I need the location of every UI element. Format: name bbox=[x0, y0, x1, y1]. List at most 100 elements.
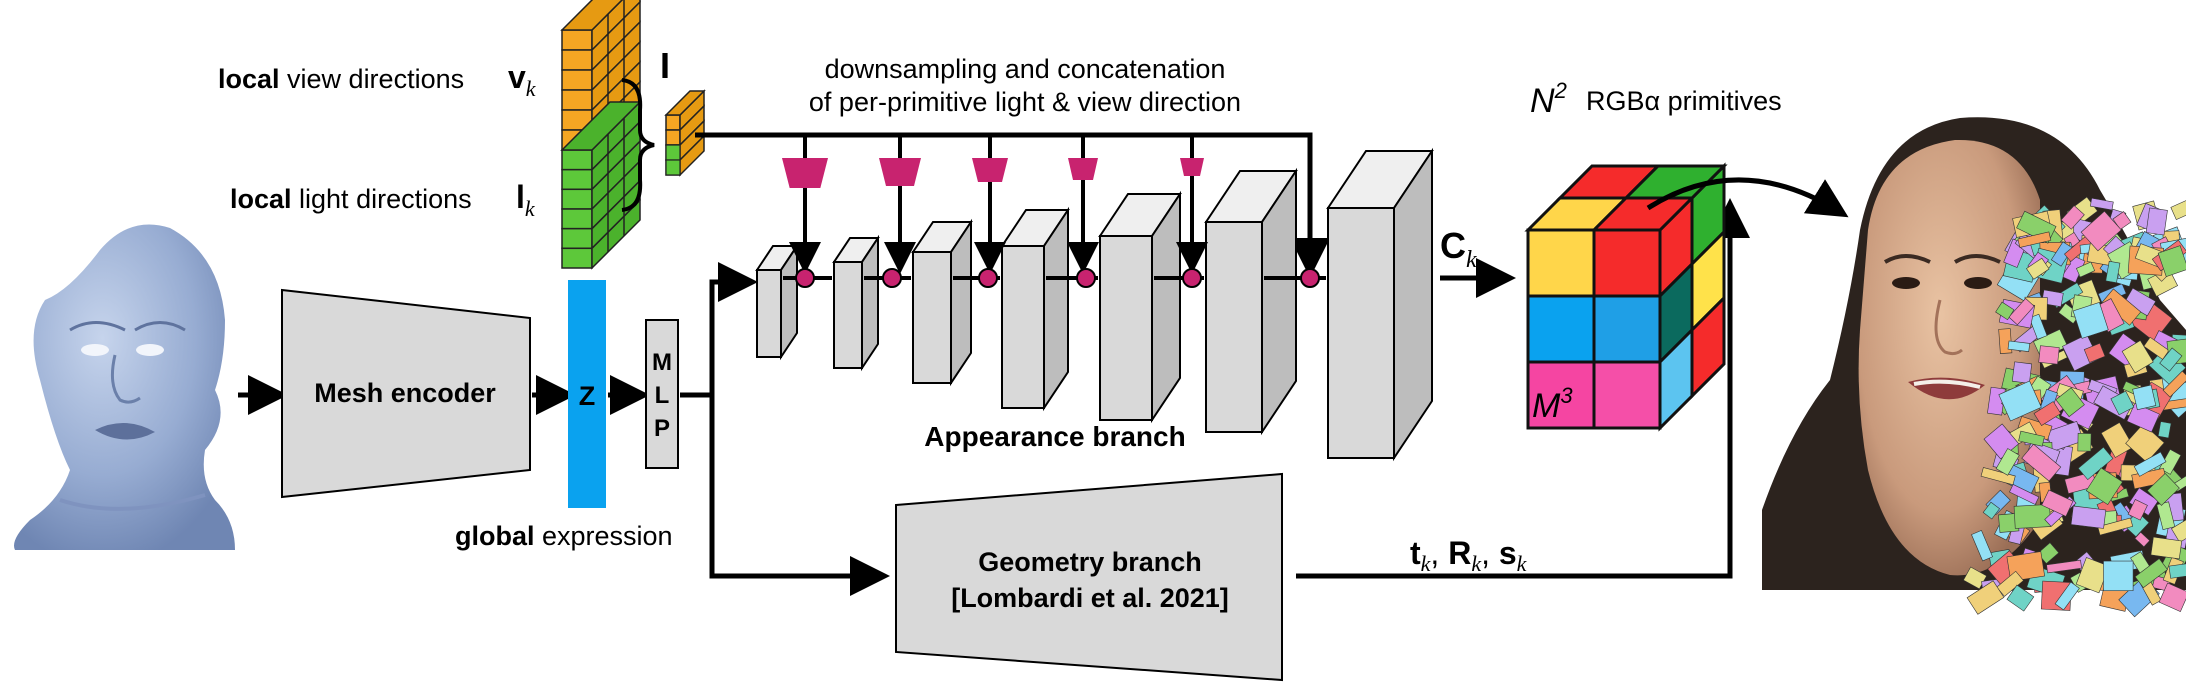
mosaic-primitive bbox=[2013, 504, 2051, 529]
mosaic-primitive bbox=[2168, 563, 2186, 579]
mosaic-primitive bbox=[2143, 336, 2170, 360]
layer-side-face bbox=[950, 218, 972, 387]
mosaic-primitive bbox=[2134, 531, 2151, 548]
appearance-caption-line2: of per-primitive light & view direction bbox=[809, 87, 1241, 117]
concat-node bbox=[1182, 268, 1202, 288]
mosaic-primitive bbox=[2145, 207, 2168, 236]
arrow-to-geometry-branch bbox=[680, 392, 890, 596]
layer-front-face bbox=[756, 269, 782, 358]
concat-brace bbox=[621, 78, 655, 212]
global-expression-label: global expression bbox=[455, 521, 673, 551]
view-directions-label: local view directions bbox=[218, 64, 464, 94]
grid-cell bbox=[561, 89, 593, 111]
downsample-block bbox=[1068, 158, 1098, 180]
mosaic-primitive bbox=[2126, 402, 2160, 433]
mlp-letter-p: P bbox=[654, 415, 670, 442]
grid-cell bbox=[561, 188, 593, 210]
mlp-letter-m: M bbox=[652, 349, 672, 376]
layer-front-face bbox=[1001, 245, 1045, 409]
mosaic-primitive bbox=[2076, 261, 2096, 278]
mosaic-primitive bbox=[2089, 197, 2114, 211]
mosaic-primitive bbox=[1971, 530, 1993, 562]
mosaic-primitive bbox=[2171, 512, 2186, 543]
concat-node bbox=[795, 268, 815, 288]
grid-cell bbox=[561, 69, 593, 91]
mosaic-primitive bbox=[2008, 298, 2035, 326]
concatenated-direction-grid bbox=[664, 89, 706, 177]
cube-front-cell bbox=[1592, 360, 1662, 430]
appearance-output-symbol: Ck bbox=[1440, 225, 1477, 273]
mosaic-primitive bbox=[2127, 499, 2148, 521]
downsampling-blocks bbox=[782, 135, 1320, 288]
cube-front-cell bbox=[1526, 228, 1596, 298]
grid-cell bbox=[561, 208, 593, 230]
mosaic-primitive bbox=[2159, 448, 2182, 475]
concat-node bbox=[1076, 268, 1096, 288]
grid-cell bbox=[665, 129, 681, 146]
mosaic-primitive bbox=[2133, 451, 2167, 477]
mosaic-primitive bbox=[2009, 484, 2040, 505]
mosaic-primitive bbox=[2134, 558, 2168, 589]
mosaic-primitive bbox=[2157, 245, 2186, 278]
grid-cell bbox=[561, 247, 593, 269]
mosaic-primitive bbox=[2017, 231, 2052, 248]
mosaic-primitive bbox=[2038, 345, 2060, 365]
arrow-to-appearance-branch bbox=[709, 262, 758, 395]
mosaic-primitive bbox=[2158, 582, 2186, 613]
geometry-output-symbols: tk, Rk, sk bbox=[1410, 535, 1528, 576]
mosaic-primitive bbox=[2011, 361, 2033, 384]
view-symbol: vk bbox=[508, 59, 537, 101]
grid-cell bbox=[561, 149, 593, 171]
mosaic-primitive bbox=[1980, 467, 2016, 486]
mosaic-primitive bbox=[2110, 390, 2135, 416]
layer-side-face bbox=[1043, 206, 1069, 412]
concat-symbol: I bbox=[660, 45, 670, 86]
mosaic-primitive bbox=[2054, 581, 2080, 611]
downsample-block bbox=[1180, 158, 1204, 176]
head-mesh-image bbox=[14, 224, 235, 550]
mosaic-primitive bbox=[2100, 422, 2135, 458]
grid-cell bbox=[665, 114, 681, 131]
appearance-caption-line1: downsampling and concatenation bbox=[825, 54, 1226, 84]
layer-front-face bbox=[912, 251, 952, 384]
mosaic-primitive bbox=[1995, 448, 2020, 476]
grid-cell bbox=[665, 159, 681, 176]
layer-front-face bbox=[1099, 235, 1153, 421]
downsample-block bbox=[782, 158, 828, 188]
grid-cell bbox=[561, 29, 593, 51]
mosaic-primitive bbox=[2007, 340, 2031, 352]
light-directions-label: local light directions bbox=[230, 184, 472, 214]
mlp-letter-l: L bbox=[655, 382, 670, 409]
z-latent-bar: Z bbox=[568, 280, 606, 508]
layer-front-face bbox=[1327, 207, 1395, 459]
mosaic-primitive bbox=[2055, 387, 2085, 418]
mosaic-primitive bbox=[2060, 205, 2085, 230]
light-symbol: lk bbox=[516, 179, 536, 221]
mosaic-primitive bbox=[2150, 536, 2183, 560]
z-label: Z bbox=[579, 381, 596, 411]
grid-cell bbox=[561, 168, 593, 191]
concat-node bbox=[882, 268, 902, 288]
mosaic-primitive bbox=[2045, 421, 2084, 452]
primitives-label: RGBα primitives bbox=[1586, 86, 1782, 116]
grid-top-face bbox=[664, 90, 706, 116]
mosaic-primitive bbox=[2026, 257, 2050, 280]
primitives-cube bbox=[1524, 162, 1728, 432]
mesh-encoder-block: Mesh encoder bbox=[281, 288, 531, 499]
mosaic-primitive bbox=[2097, 517, 2134, 536]
grid-cell bbox=[665, 144, 681, 161]
mosaic-primitive bbox=[2159, 347, 2183, 372]
mosaic-primitive bbox=[2072, 302, 2109, 339]
mosaic-primitive bbox=[2125, 423, 2165, 463]
primitive-mosaic bbox=[1963, 196, 2186, 618]
arrow-geometry-to-output bbox=[1296, 198, 1750, 579]
mesh-encoder-label: Mesh encoder bbox=[314, 378, 496, 408]
mosaic-primitive bbox=[2080, 210, 2122, 252]
appearance-branch-layers bbox=[755, 147, 1434, 462]
mosaic-primitive bbox=[2070, 505, 2107, 529]
mosaic-primitive bbox=[2105, 260, 2121, 284]
mosaic-primitive bbox=[2006, 584, 2035, 612]
mlp-block: M L P bbox=[645, 319, 679, 469]
output-face-image bbox=[1762, 117, 2186, 618]
